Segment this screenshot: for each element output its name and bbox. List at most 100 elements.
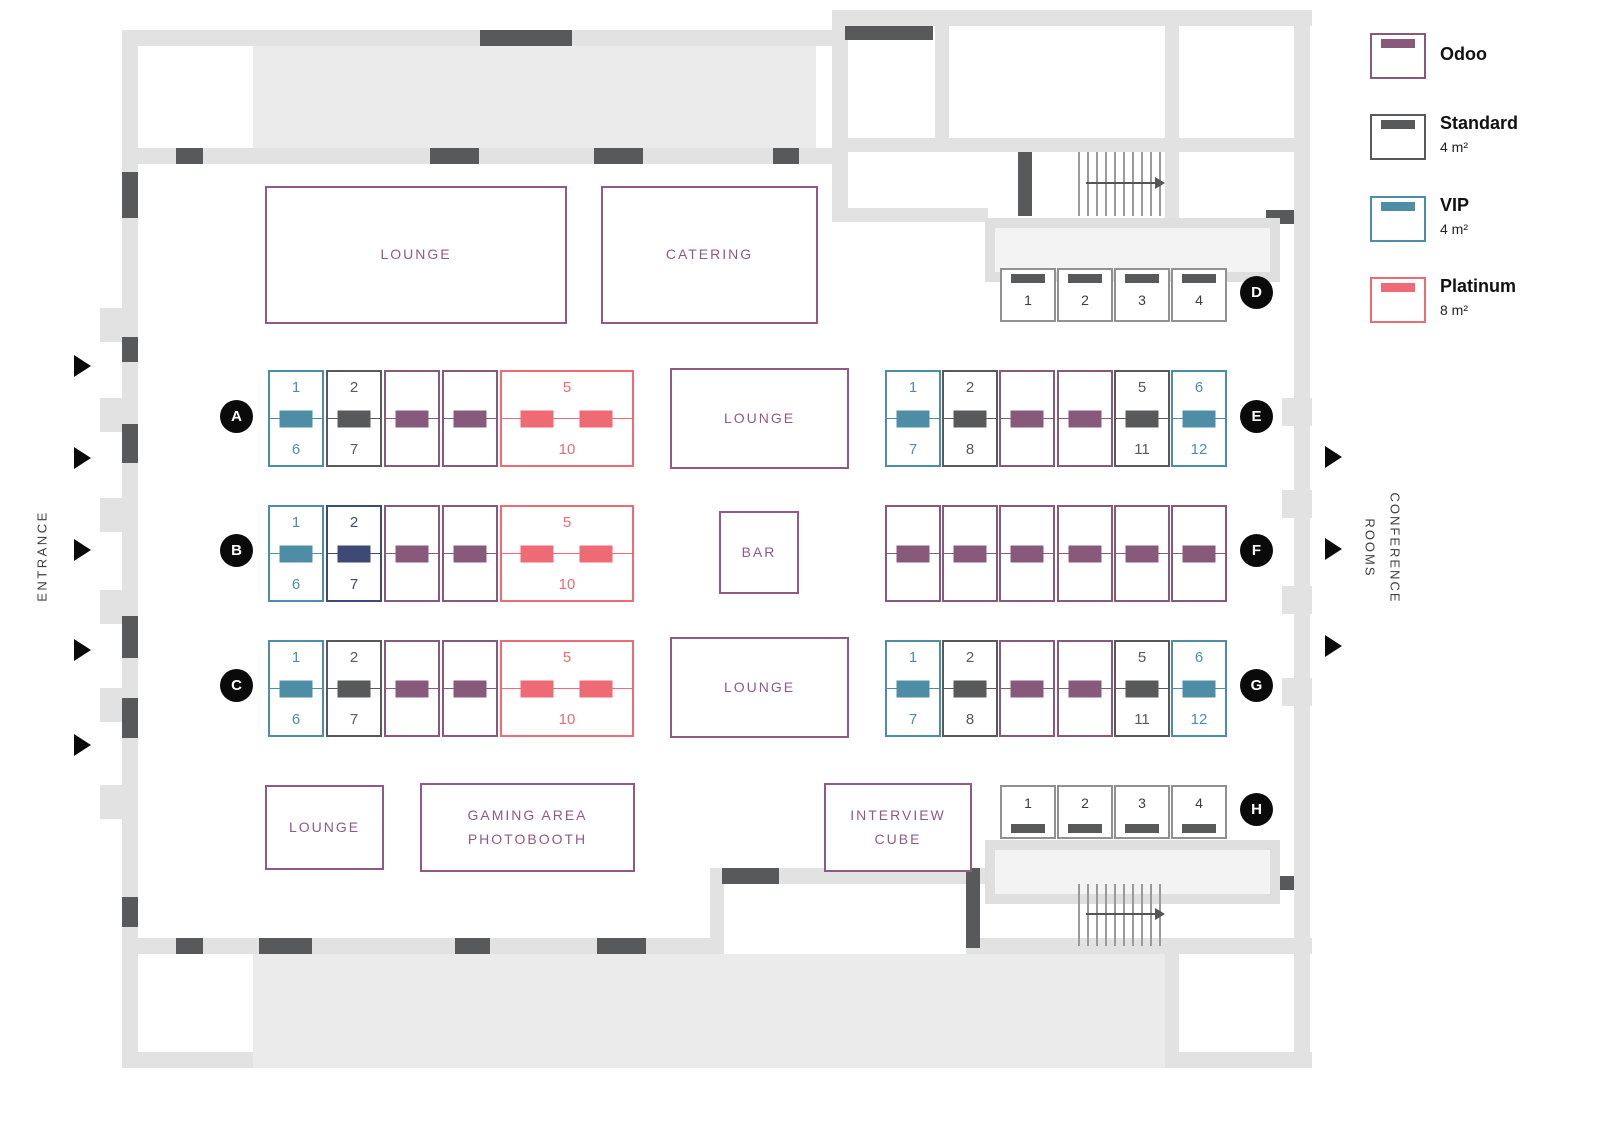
booth-G-odoo-1[interactable] xyxy=(999,640,1055,737)
booth-H-2[interactable]: 2 xyxy=(1057,785,1113,839)
booth-number: 4 xyxy=(1195,795,1203,811)
booth-number-bottom: 8 xyxy=(965,441,975,458)
room-fill xyxy=(253,46,816,148)
row-label-e: E xyxy=(1240,400,1273,433)
booth-D-2[interactable]: 2 xyxy=(1057,268,1113,322)
booth-B-2[interactable]: 2 7 xyxy=(326,505,382,602)
booth-C-2[interactable]: 2 7 xyxy=(326,640,382,737)
legend-platinum-size: 8 m² xyxy=(1440,302,1468,318)
booth-A-5[interactable]: 5 10 xyxy=(500,370,634,467)
legend-vip-size: 4 m² xyxy=(1440,221,1468,237)
legend-vip-label: VIP xyxy=(1440,195,1470,215)
booth-number: 3 xyxy=(1138,292,1146,308)
booth-E-odoo-1[interactable] xyxy=(999,370,1055,467)
booth-number-bottom: 10 xyxy=(558,576,576,593)
room-lounge-center-top: LOUNGE xyxy=(670,368,849,469)
stairs-direction-arrow xyxy=(1086,177,1165,189)
booth-number-top: 1 xyxy=(291,514,301,531)
booth-E-2[interactable]: 2 8 xyxy=(942,370,998,467)
booth-number: 4 xyxy=(1195,292,1203,308)
booth-A-odoo-2[interactable] xyxy=(442,370,498,467)
wall-door-marker xyxy=(176,148,203,164)
booth-table xyxy=(579,545,613,562)
booth-F-odoo-1[interactable] xyxy=(885,505,941,602)
booth-number-bottom: 11 xyxy=(1134,711,1150,728)
booth-number-top: 5 xyxy=(1137,379,1147,396)
booth-A-2[interactable]: 2 7 xyxy=(326,370,382,467)
booth-G-1[interactable]: 1 7 xyxy=(885,640,941,737)
booth-H-1[interactable]: 1 xyxy=(1000,785,1056,839)
wall-door-marker xyxy=(1018,152,1032,216)
entrance-arrow-icon xyxy=(74,355,91,377)
booth-H-3[interactable]: 3 xyxy=(1114,785,1170,839)
booth-C-odoo-2[interactable] xyxy=(442,640,498,737)
booth-C-5[interactable]: 5 10 xyxy=(500,640,634,737)
booth-number-bottom: 7 xyxy=(349,576,359,593)
booth-table xyxy=(1010,545,1044,562)
booth-number-top: 2 xyxy=(349,649,359,666)
room-label: LOUNGE xyxy=(288,818,361,835)
booth-G-2[interactable]: 2 8 xyxy=(942,640,998,737)
wall-pillar xyxy=(100,498,122,532)
wall-door-marker xyxy=(259,938,312,954)
booth-F-odoo-5[interactable] xyxy=(1114,505,1170,602)
booth-table xyxy=(896,410,930,427)
conference-rooms-line2: ROOMS xyxy=(1363,518,1378,578)
booth-B-5[interactable]: 5 10 xyxy=(500,505,634,602)
booth-G-6[interactable]: 6 12 xyxy=(1171,640,1227,737)
booth-table xyxy=(1068,824,1102,833)
booth-number-top: 2 xyxy=(965,649,975,666)
booth-number-bottom: 10 xyxy=(558,441,576,458)
booth-number: 3 xyxy=(1138,795,1146,811)
booth-C-odoo-1[interactable] xyxy=(384,640,440,737)
booth-F-odoo-4[interactable] xyxy=(1057,505,1113,602)
booth-D-1[interactable]: 1 xyxy=(1000,268,1056,322)
booth-E-5[interactable]: 5 11 xyxy=(1114,370,1170,467)
booth-number-top: 1 xyxy=(291,649,301,666)
wall-door-marker xyxy=(455,938,490,954)
booth-B-1[interactable]: 1 6 xyxy=(268,505,324,602)
conference-arrow-icon xyxy=(1325,538,1342,560)
row-label-f: F xyxy=(1240,534,1273,567)
wall-door-marker xyxy=(597,938,646,954)
booth-E-1[interactable]: 1 7 xyxy=(885,370,941,467)
booth-D-3[interactable]: 3 xyxy=(1114,268,1170,322)
booth-table xyxy=(395,680,429,697)
booth-number-top: 2 xyxy=(349,379,359,396)
booth-D-4[interactable]: 4 xyxy=(1171,268,1227,322)
stairs-direction-arrow xyxy=(1086,908,1165,920)
booth-number-bottom: 11 xyxy=(1134,441,1150,458)
wall-door-marker xyxy=(122,897,138,927)
wall-door-marker xyxy=(430,148,479,164)
booth-F-odoo-6[interactable] xyxy=(1171,505,1227,602)
legend-booth-bar xyxy=(1381,202,1415,211)
room-lounge-bottom: LOUNGE xyxy=(265,785,384,870)
booth-number-top: 6 xyxy=(1194,379,1204,396)
booth-A-1[interactable]: 1 6 xyxy=(268,370,324,467)
booth-C-1[interactable]: 1 6 xyxy=(268,640,324,737)
booth-F-odoo-2[interactable] xyxy=(942,505,998,602)
booth-E-odoo-2[interactable] xyxy=(1057,370,1113,467)
wall-door-marker xyxy=(122,172,138,218)
room-label: GAMING AREA xyxy=(467,806,588,823)
booth-table xyxy=(1125,824,1159,833)
booth-number-bottom: 7 xyxy=(349,441,359,458)
room-gaming-photobooth: GAMING AREA PHOTOBOOTH xyxy=(420,783,635,872)
booth-number-top: 5 xyxy=(562,649,572,666)
stairs xyxy=(1078,884,1166,946)
booth-H-4[interactable]: 4 xyxy=(1171,785,1227,839)
booth-number-bottom: 7 xyxy=(908,441,918,458)
booth-B-odoo-2[interactable] xyxy=(442,505,498,602)
booth-number-bottom: 6 xyxy=(291,576,301,593)
booth-G-odoo-2[interactable] xyxy=(1057,640,1113,737)
booth-B-odoo-1[interactable] xyxy=(384,505,440,602)
legend-standard-label: Standard xyxy=(1440,113,1519,133)
booth-divider xyxy=(502,418,632,419)
booth-E-6[interactable]: 6 12 xyxy=(1171,370,1227,467)
wall-pillar xyxy=(1282,398,1312,426)
booth-number-top: 2 xyxy=(965,379,975,396)
booth-table xyxy=(1125,410,1159,427)
booth-F-odoo-3[interactable] xyxy=(999,505,1055,602)
booth-A-odoo-1[interactable] xyxy=(384,370,440,467)
booth-G-5[interactable]: 5 11 xyxy=(1114,640,1170,737)
